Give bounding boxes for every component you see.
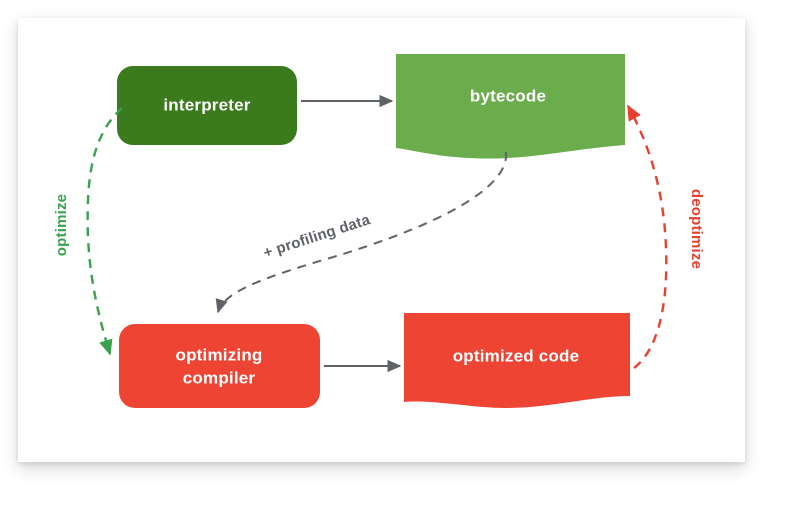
edge-label-optimize: optimize [53,194,70,256]
edge-interpreter-to-optimizing-compiler: optimize [53,107,123,356]
node-optimized-code-shape [404,313,630,408]
node-interpreter-shape [117,66,297,145]
node-optimized-code[interactable]: optimized code [404,313,630,408]
node-optimizing-compiler-label-line-2: compiler [183,368,256,387]
node-bytecode[interactable]: bytecode [396,54,625,159]
node-optimizing-compiler-shape [119,324,320,408]
edge-optimized-code-to-bytecode-path [626,104,668,369]
node-optimizing-compiler-label-line-1: optimizing [176,345,263,364]
edge-interpreter-to-optimizing-compiler-path [86,107,123,356]
edge-label-profiling-data: + profiling data [261,211,372,262]
node-optimizing-compiler[interactable]: optimizing compiler [119,324,320,408]
edge-label-deoptimize: deoptimize [688,189,705,269]
edge-bytecode-to-optimizing-compiler: + profiling data [215,151,508,314]
node-bytecode-label: bytecode [470,86,546,105]
edge-optimized-code-to-bytecode: deoptimize [626,104,705,369]
node-bytecode-shape [396,54,625,159]
edge-bytecode-to-optimizing-compiler-path [215,151,508,314]
node-optimized-code-label: optimized code [453,346,580,365]
node-interpreter[interactable]: interpreter [117,66,297,145]
node-interpreter-label: interpreter [163,95,250,114]
